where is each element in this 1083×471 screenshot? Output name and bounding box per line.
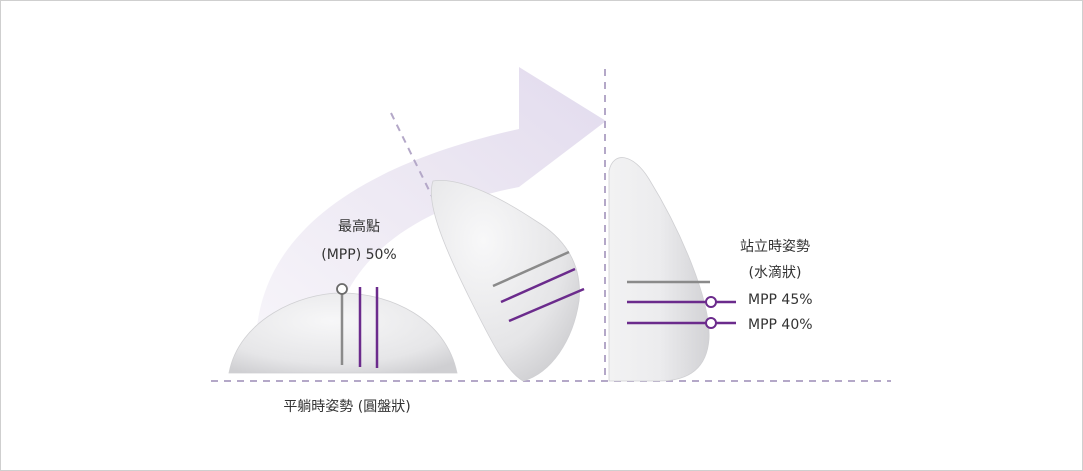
purple-line-tilted-1 — [500, 267, 576, 304]
flat-posture-caption: 平躺時姿勢 (圓盤狀) — [283, 399, 410, 415]
transition-arrow — [256, 67, 606, 346]
mpp-point-flat — [336, 283, 348, 295]
mpp-45-label: MPP 45% — [748, 292, 813, 308]
implant-standing-teardrop — [608, 157, 710, 382]
mpp-40-label: MPP 40% — [748, 317, 813, 333]
mpp-value-label: (MPP) 50% — [321, 247, 396, 263]
mpp-point-45 — [705, 296, 717, 308]
purple-line-tilted-2 — [508, 287, 585, 323]
standing-caption-line2: (水滴狀) — [749, 264, 802, 281]
mpp-point-40 — [705, 317, 717, 329]
gray-line-tilted — [492, 250, 570, 288]
standing-caption-line1: 站立時姿勢 — [740, 239, 810, 255]
mpp-title-label: 最高點 — [338, 218, 380, 235]
